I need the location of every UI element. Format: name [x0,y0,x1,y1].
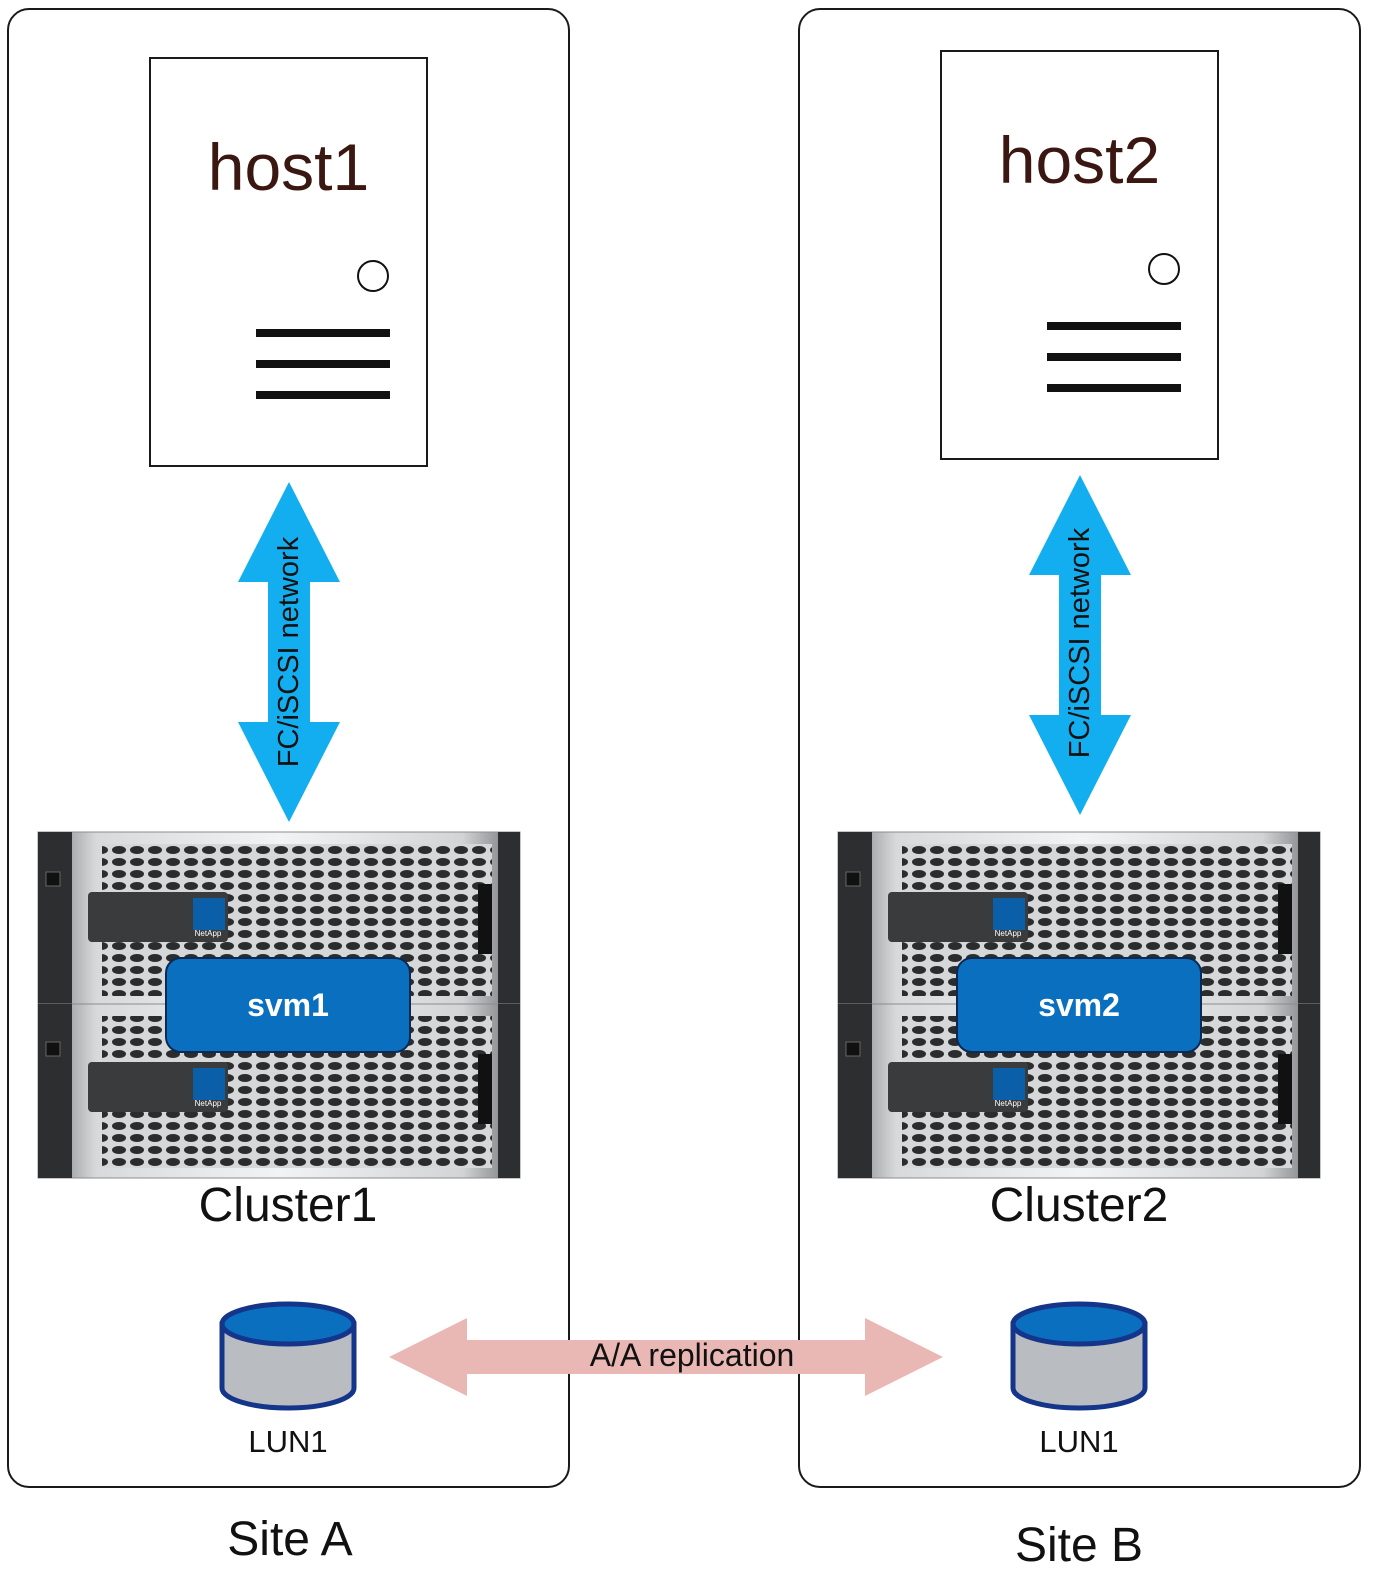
netapp-logo-icon: NetApp [194,929,222,938]
power-button-icon [1148,253,1180,285]
netapp-logo-icon: NetApp [994,1099,1022,1108]
power-button-icon [357,260,389,292]
host1-server[interactable]: host1 [149,57,428,467]
database-icon[interactable] [1009,1300,1149,1412]
vent-line-icon [1047,322,1181,330]
lun-label: LUN1 [1039,1424,1119,1459]
network-label: FC/iSCSI network [273,536,305,768]
host-label: host1 [207,130,370,204]
replication-arrow [389,1318,943,1396]
svm1-box[interactable]: svm1 [165,957,411,1053]
site-label: Site B [1014,1519,1144,1572]
network-arrow-site-a [238,482,340,822]
vent-line-icon [256,360,390,368]
database-icon[interactable] [218,1300,358,1412]
vent-line-icon [256,391,390,399]
host2-server[interactable]: host2 [940,50,1219,460]
site-label: Site A [227,1513,353,1566]
cluster-label: Cluster2 [989,1179,1169,1232]
network-arrow-site-b [1029,475,1131,815]
cluster-label: Cluster1 [198,1179,378,1232]
vent-line-icon [256,329,390,337]
network-label: FC/iSCSI network [1064,527,1096,759]
host-label: host2 [998,123,1161,197]
replication-label: A/A replication [589,1337,795,1373]
netapp-logo-icon: NetApp [994,929,1022,938]
svm2-box[interactable]: svm2 [956,957,1202,1053]
storage-array-icon [37,831,521,1179]
lun-label: LUN1 [248,1424,328,1459]
vent-line-icon [1047,384,1181,392]
netapp-logo-icon: NetApp [194,1099,222,1108]
vent-line-icon [1047,353,1181,361]
